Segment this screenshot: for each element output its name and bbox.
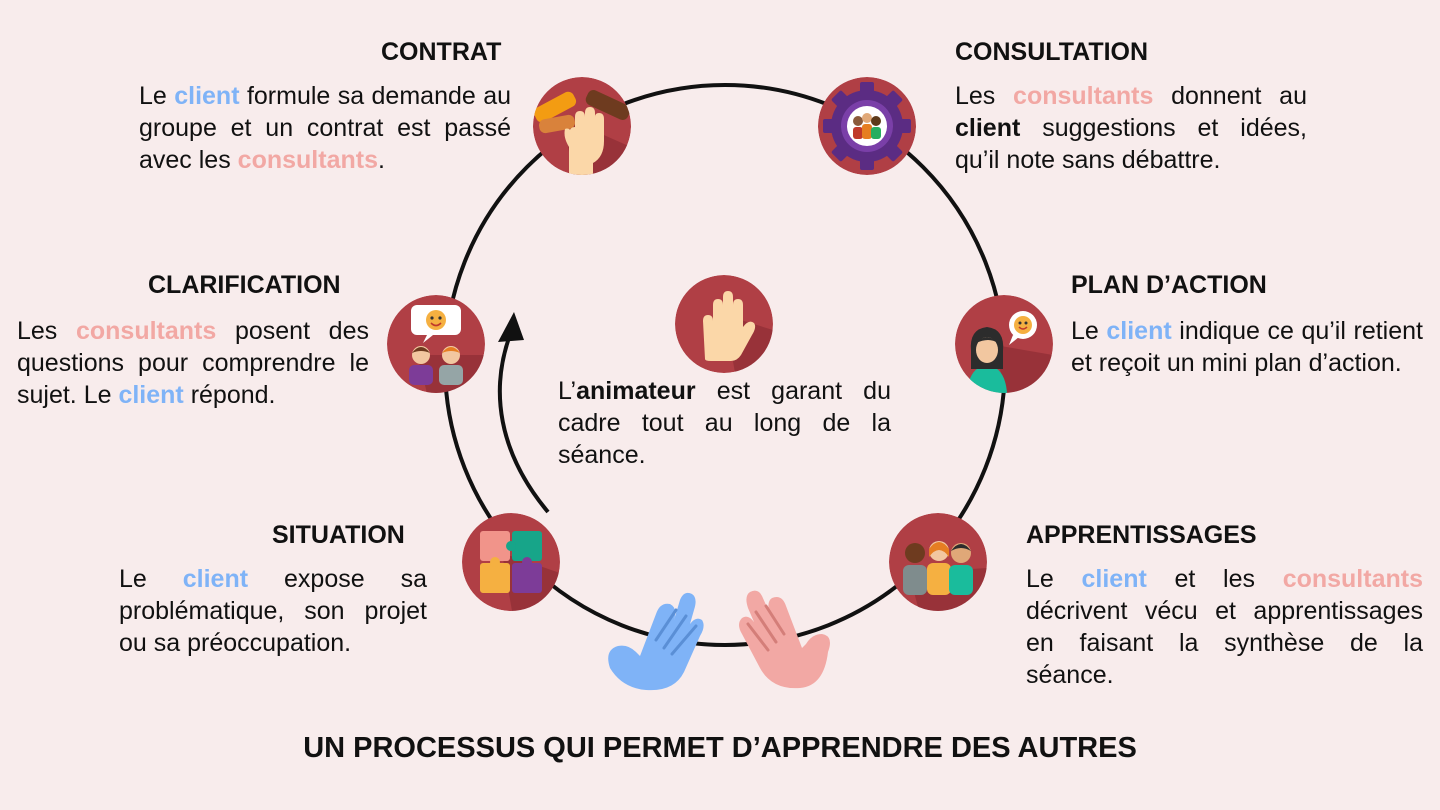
consultants-term: consultants: [75, 317, 217, 345]
apprentissages-title: APPRENTISSAGES: [1026, 521, 1257, 549]
contrat-description: Le client formule sa demande au groupe e…: [139, 82, 511, 174]
plan-title: PLAN D’ACTION: [1071, 271, 1267, 299]
client-term: client: [1081, 565, 1147, 593]
situation-title: SITUATION: [272, 521, 405, 549]
consultants-term: consultants: [237, 146, 378, 174]
cycle-arrow: [497, 334, 550, 514]
hands-stack-icon: [533, 77, 631, 175]
apprentissages-description: Le client et les consultants décrivent v…: [1026, 565, 1423, 689]
footer-title: UN PROCESSUS QUI PERMET D’APPRENDRE DES …: [303, 732, 1137, 764]
center-description: L’animateur est garant du cadre tout au …: [558, 377, 891, 469]
two-people-speech-icon: [387, 295, 485, 393]
client-term: client: [182, 565, 249, 593]
puzzle-icon: [462, 513, 560, 611]
consultants-term: consultants: [1013, 82, 1154, 110]
client-term: client: [1106, 317, 1172, 345]
animateur-term: animateur: [576, 377, 696, 405]
woman-speech-icon: [955, 295, 1053, 393]
blue-glove-hand-icon: [608, 592, 704, 691]
plan-description: Le client indique ce qu’il retient et re…: [1071, 317, 1423, 377]
client-term: client: [174, 82, 240, 110]
clarification-title: CLARIFICATION: [148, 271, 341, 299]
consultants-term: consultants: [1282, 565, 1423, 593]
contrat-title: CONTRAT: [381, 38, 502, 66]
situation-description: Le client expose sa problématique, son p…: [119, 565, 427, 657]
client-term: client: [955, 114, 1021, 142]
arrow-head-icon: [498, 312, 524, 342]
client-term: client: [118, 381, 184, 409]
consultation-title: CONSULTATION: [955, 38, 1149, 66]
group-people-icon: [889, 513, 987, 611]
clarification-description: Les consultants posent des questions pou…: [17, 317, 369, 409]
pink-hand-icon: [739, 590, 830, 689]
consultation-description: Les consultants donnent au client sugges…: [955, 82, 1307, 174]
gear-people-icon: [818, 77, 916, 175]
raised-hand-icon: [675, 275, 773, 373]
